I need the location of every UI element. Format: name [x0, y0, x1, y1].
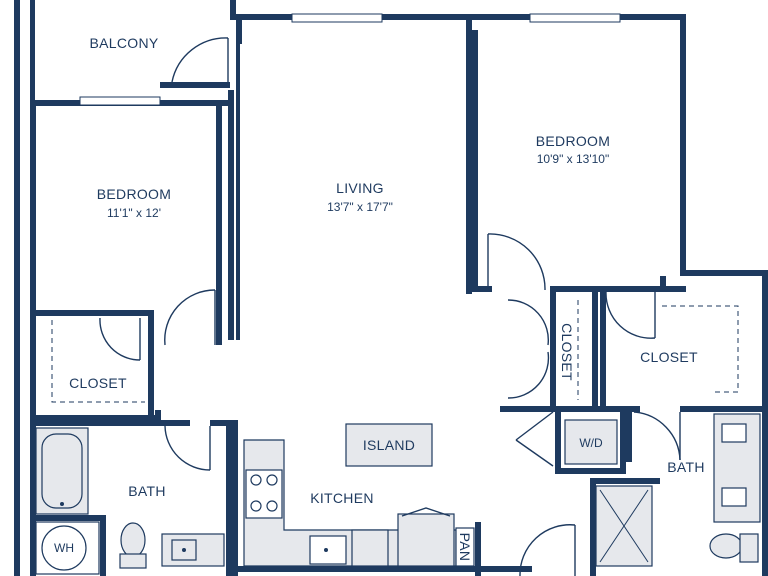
windows: [79, 13, 621, 106]
bath-right-label: BATH: [667, 459, 705, 475]
closet-center-label: CLOSET: [559, 323, 575, 381]
bedroom-right-dimensions: 10'9" x 13'10": [537, 152, 610, 166]
island: [345, 423, 433, 467]
washer-dryer: [564, 419, 618, 465]
closet-left-label: CLOSET: [69, 375, 127, 391]
wd-label: W/D: [579, 436, 603, 450]
toilet: [120, 522, 146, 558]
balcony-label: BALCONY: [89, 35, 158, 51]
bedroom-left-dimensions: 11'1" x 12': [107, 206, 161, 220]
bedroom-left-label: BEDROOM: [97, 186, 171, 202]
closet-right-label: CLOSET: [640, 349, 698, 365]
doors: [99, 37, 681, 576]
water-heater: [41, 525, 87, 571]
closet-rods: [51, 300, 739, 403]
bath-left-label: BATH: [128, 483, 166, 499]
room-labels: BALCONY BEDROOM 11'1" x 12' LIVING 13'7"…: [54, 35, 705, 562]
living-dimensions: 13'7" x 17'7": [327, 200, 393, 214]
exterior-walls: [14, 0, 768, 576]
kitchen-label: KITCHEN: [310, 490, 374, 506]
refrigerator: [397, 513, 455, 567]
water-heater-label: WH: [54, 541, 74, 555]
fixtures: [35, 413, 761, 575]
living-label: LIVING: [336, 180, 384, 196]
pantry-label: PAN: [457, 533, 473, 562]
bedroom-right-label: BEDROOM: [536, 133, 610, 149]
island-label: ISLAND: [363, 437, 415, 453]
